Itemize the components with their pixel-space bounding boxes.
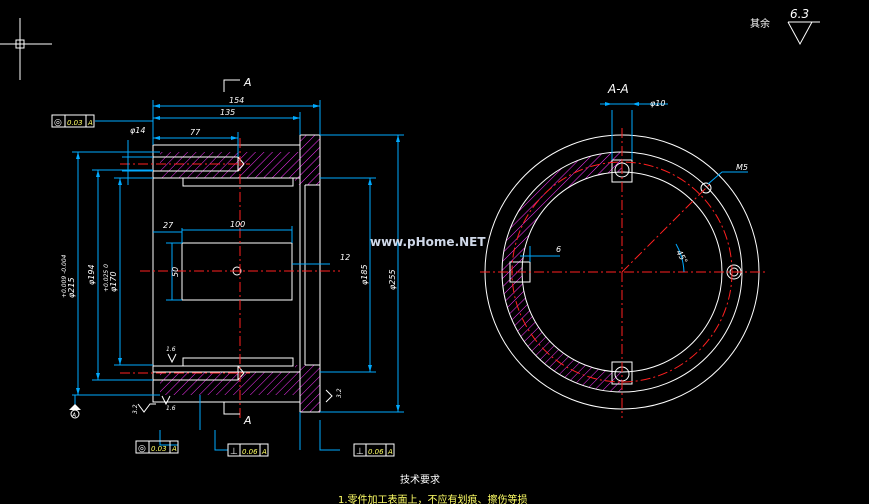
dim-27: 27 [163, 221, 174, 230]
svg-text:A: A [71, 412, 76, 419]
dim-12: 12 [340, 253, 350, 262]
roughness-value: 6.3 [790, 7, 809, 21]
svg-text:0.06: 0.06 [368, 448, 384, 456]
roughness-mark-2: 1.6 [166, 405, 176, 412]
dim-phi185: φ185 [360, 264, 369, 285]
concentric-icon: ◎ [138, 444, 146, 454]
dim-77: 77 [190, 128, 201, 137]
roughness-mark-1: 1.6 [166, 346, 176, 353]
section-view: A A [61, 76, 404, 451]
dim-154: 154 [229, 96, 244, 105]
dim-phi255: φ255 [388, 269, 397, 290]
svg-text:0.03: 0.03 [67, 119, 83, 127]
svg-text:0.06: 0.06 [242, 448, 258, 456]
dim-phi215-tolerance: +0.009 -0.004 [61, 254, 68, 298]
dim-phi14: φ14 [130, 126, 145, 135]
datum-symbol: A [69, 404, 81, 419]
svg-text:0.03: 0.03 [151, 445, 167, 453]
dim-phi170: φ170 [109, 271, 118, 292]
section-arrow-top-label: A [243, 76, 252, 89]
dim-phi10: φ10 [650, 99, 665, 108]
dim-phi170-tolerance: +0.025 0 [103, 264, 110, 292]
perpendicular-icon: ⊥ [356, 447, 364, 457]
tech-notes-line1: 1.零件加工表面上，不应有划痕、擦伤等损 [338, 493, 528, 504]
dim-50: 50 [171, 267, 180, 277]
roughness-symbol-other: 其余 6.3 [750, 7, 820, 46]
section-title: A-A [607, 82, 629, 96]
dim-45-degree: 45° [674, 249, 689, 266]
roughness-label: 其余 [750, 17, 770, 30]
aa-view: A-A φ10 M5 6 45° [480, 82, 765, 418]
svg-text:A: A [87, 119, 93, 127]
watermark: www.pHome.NET [370, 235, 486, 249]
tol-frame-concentric-bottom[interactable]: ◎ 0.03 A [135, 440, 179, 454]
concentric-icon: ◎ [54, 118, 62, 128]
tol-frame-perp-left[interactable]: ⊥ 0.06 A [227, 443, 269, 457]
section-arrow-bottom-label: A [243, 414, 252, 427]
svg-text:A: A [387, 448, 393, 456]
dim-phi194: φ194 [87, 264, 96, 285]
dim-phi215: φ215 [67, 277, 76, 298]
tech-notes-title: 技术要求 [400, 473, 440, 486]
tol-frame-perp-right[interactable]: ⊥ 0.06 A [353, 443, 395, 457]
perpendicular-icon: ⊥ [230, 447, 238, 457]
dim-6: 6 [556, 245, 561, 254]
dim-100: 100 [230, 220, 245, 229]
roughness-mark-3: 3.2 [132, 404, 139, 414]
crosshair-cursor [0, 18, 52, 80]
roughness-mark-4: 3.2 [336, 388, 343, 398]
dim-m5: M5 [736, 163, 748, 172]
tol-frame-concentric-top[interactable]: ◎ 0.03 A [51, 114, 95, 128]
svg-text:A: A [171, 445, 177, 453]
dim-135: 135 [220, 108, 235, 117]
svg-text:A: A [261, 448, 267, 456]
